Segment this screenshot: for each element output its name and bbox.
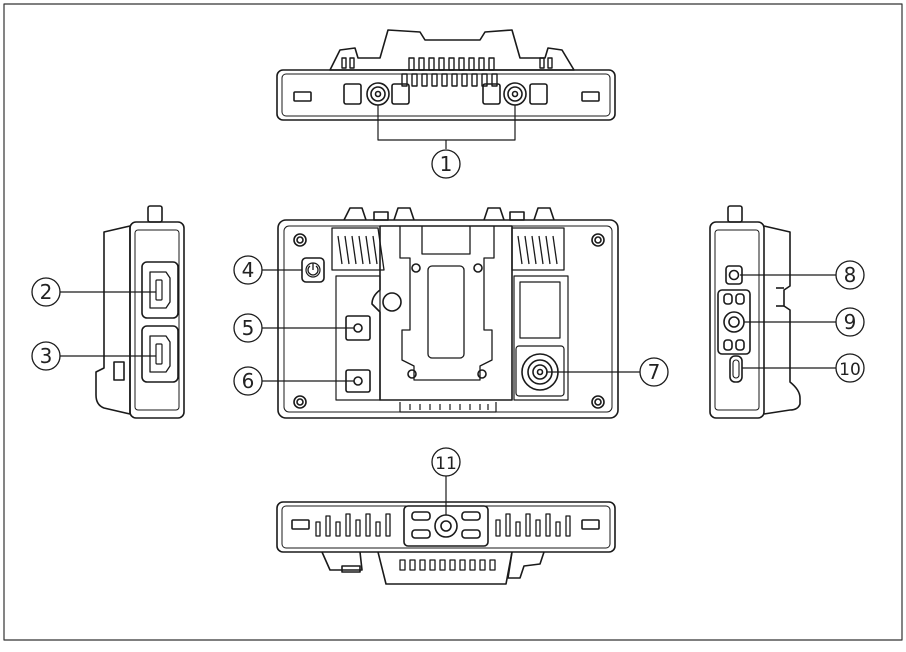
callout-2-label: 2 xyxy=(40,280,53,304)
callout-10: 10 xyxy=(835,353,865,383)
hdmi-port-lower xyxy=(141,325,179,383)
right-side-view xyxy=(709,205,836,419)
rear-bottom-grill xyxy=(399,402,497,413)
top-vent-slots xyxy=(341,57,553,87)
rear-vents xyxy=(331,227,565,271)
callout-2: 2 xyxy=(31,277,61,307)
callout-8-label: 8 xyxy=(844,263,857,287)
callout-6: 6 xyxy=(233,366,263,396)
callout-4: 4 xyxy=(233,255,263,285)
callout-5: 5 xyxy=(233,313,263,343)
top-slot-left xyxy=(293,91,312,102)
callout-10-label: 10 xyxy=(839,360,861,380)
callout-1-leader xyxy=(377,105,516,141)
callout-3-label: 3 xyxy=(40,344,53,368)
callout-7: 7 xyxy=(639,357,669,387)
callout-3: 3 xyxy=(31,341,61,371)
callout-1: 1 xyxy=(431,149,461,179)
bottom-vent-slots xyxy=(399,559,496,571)
top-rear-housing xyxy=(329,29,575,71)
callout-9-label: 9 xyxy=(844,310,857,334)
callout-6-label: 6 xyxy=(242,369,255,393)
battery-plate xyxy=(371,225,513,401)
callout-8: 8 xyxy=(835,260,865,290)
rear-view xyxy=(262,207,640,419)
hdmi-port-upper xyxy=(141,261,179,319)
callout-markers: 1 2 3 4 5 6 7 8 xyxy=(31,149,865,477)
power-button xyxy=(301,257,325,283)
right-body xyxy=(709,221,765,419)
top-view xyxy=(276,29,616,149)
left-body xyxy=(129,221,185,419)
frame-border xyxy=(3,3,903,641)
callout-9: 9 xyxy=(835,307,865,337)
bnc-connector-rear xyxy=(515,345,565,397)
callout-11-label: 11 xyxy=(435,454,457,474)
bottom-grill-bars xyxy=(315,513,571,537)
callout-4-label: 4 xyxy=(242,258,255,282)
bottom-view xyxy=(276,476,616,585)
rear-body xyxy=(277,219,619,419)
right-rear-housing xyxy=(763,225,801,415)
left-side-view xyxy=(60,205,185,419)
top-slot-right xyxy=(581,91,600,102)
rear-corner-screws xyxy=(293,233,605,409)
usb-c-port xyxy=(729,355,743,383)
callout-11: 11 xyxy=(431,447,461,477)
top-body xyxy=(276,69,616,121)
callout-5-label: 5 xyxy=(242,316,255,340)
callout-1-label: 1 xyxy=(440,152,453,176)
left-rear-housing xyxy=(95,225,131,415)
callout-7-label: 7 xyxy=(648,360,661,384)
side-button xyxy=(725,265,743,285)
